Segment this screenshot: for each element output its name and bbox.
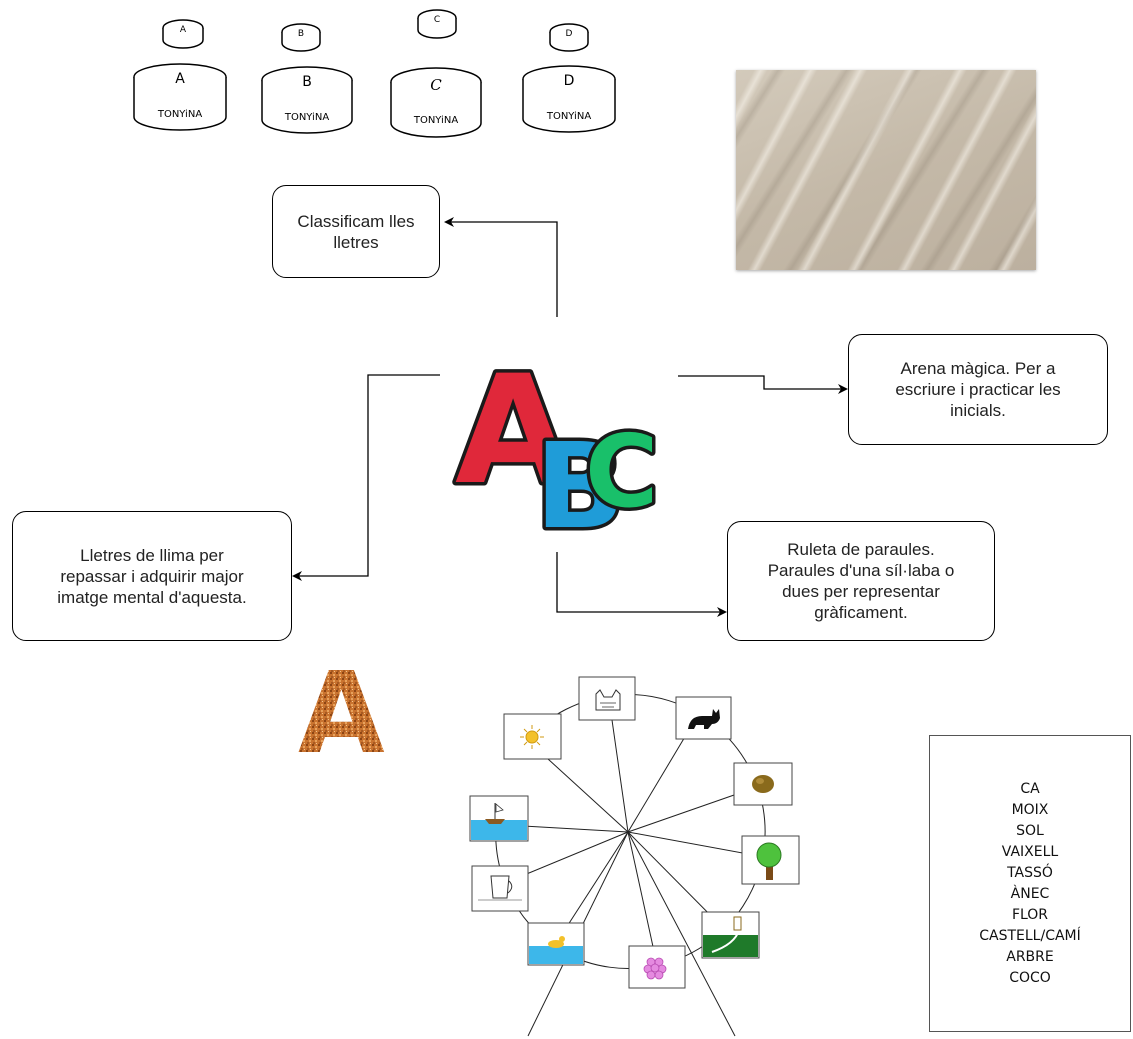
tuna-can-a: A A TONYiNA — [133, 19, 227, 131]
box-sandpaper-letters: Lletres de llima per repassar i adquirir… — [12, 511, 292, 641]
tuna-can-d: D D TONYiNA — [522, 23, 616, 133]
box-magic-sand: Arena màgica. Per a escriure i practicar… — [848, 334, 1108, 445]
abc-logo: A B C — [452, 341, 662, 559]
word-list-item: ARBRE — [1006, 948, 1054, 965]
tuna-can-letter: C — [430, 76, 442, 94]
word-list-item: COCO — [1009, 969, 1051, 986]
box-word-wheel: Ruleta de paraules. Paraules d'una síl·l… — [727, 521, 995, 641]
word-list-item: ÀNEC — [1010, 885, 1050, 902]
tuna-can-label: TONYiNA — [546, 111, 591, 122]
arrow-to-classify — [444, 217, 558, 317]
box-classify-letters: Classificam lles lletres — [272, 185, 440, 278]
word-list: CA MOIX SOL VAIXELL TASSÓ ÀNEC FLOR CAST… — [929, 735, 1131, 1032]
tuna-can-lid-letter: C — [434, 15, 440, 25]
abc-letter-b: B — [535, 417, 625, 555]
tuna-can-letter: B — [302, 74, 312, 90]
tuna-can-label: TONYiNA — [413, 115, 458, 126]
tuna-can-label: TONYiNA — [284, 112, 329, 123]
wheel-picture-duck — [527, 922, 585, 966]
wheel-picture-flower — [628, 945, 686, 989]
tuna-can-lid-letter: B — [298, 29, 304, 39]
tuna-can-lid-letter: D — [566, 29, 573, 39]
wheel-picture-cup — [471, 865, 529, 912]
word-list-item: VAIXELL — [1001, 843, 1059, 860]
sand-photo — [736, 70, 1036, 270]
wheel-picture-castle-path — [701, 911, 760, 959]
tuna-can-label: TONYiNA — [157, 109, 202, 120]
word-list-item: CASTELL/CAMÍ — [979, 927, 1081, 944]
arrow-to-llima — [292, 374, 440, 581]
wheel-picture-coconut — [733, 762, 793, 806]
word-list-item: CA — [1020, 780, 1040, 797]
word-wheel — [469, 676, 800, 1037]
wheel-picture-tree — [741, 835, 800, 885]
wheel-picture-black-cat — [675, 696, 732, 740]
abc-letter-a: A — [455, 344, 571, 518]
glitter-letter: A — [298, 649, 385, 779]
word-list-item: SOL — [1016, 822, 1044, 839]
word-list-item: MOIX — [1011, 801, 1049, 818]
tuna-can-letter: D — [564, 73, 575, 89]
tuna-can-b: B B TONYiNA — [261, 23, 353, 134]
abc-letter-c: C — [585, 413, 658, 530]
wheel-picture-boat — [469, 795, 529, 842]
wheel-picture-cat — [578, 676, 636, 721]
tuna-can-letter: A — [175, 71, 185, 87]
arrow-to-ruleta — [556, 552, 727, 617]
wheel-picture-sun — [503, 713, 562, 760]
arrow-to-sand — [678, 375, 848, 394]
tuna-can-lid-letter: A — [180, 25, 187, 35]
word-list-item: TASSÓ — [1007, 864, 1053, 881]
tuna-can-c: C C TONYiNA — [390, 9, 482, 138]
word-list-item: FLOR — [1011, 906, 1049, 923]
